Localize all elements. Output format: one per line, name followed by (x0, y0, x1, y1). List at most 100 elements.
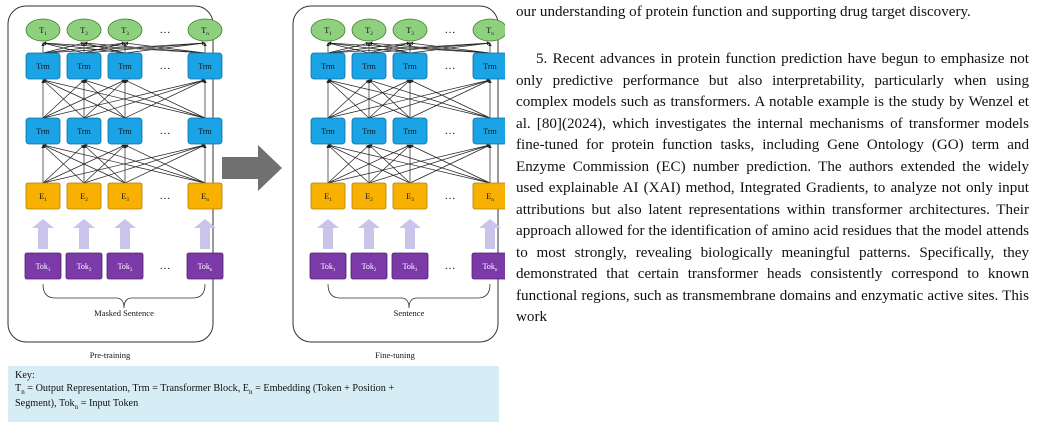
output-node (25, 18, 61, 42)
key-line-1: Tn = Output Representation, Trm = Transf… (15, 382, 395, 396)
transformer-block (392, 117, 428, 145)
transformer-block (392, 52, 428, 80)
connection-arrow (368, 144, 491, 184)
connection-arrow (327, 144, 411, 184)
trm-ellipsis: … (160, 125, 171, 137)
connection-arrow (327, 144, 370, 184)
trm-label: Trm (36, 62, 50, 71)
connection-arrow (327, 79, 411, 119)
figure-key: Key: Tn = Output Representation, Trm = T… (8, 366, 499, 422)
trm-label: Trm (77, 62, 91, 71)
transformer-block (472, 52, 505, 80)
connection-arrow (42, 79, 206, 119)
trm-label: Trm (403, 127, 417, 136)
token-label: Tok1 (321, 262, 336, 273)
connection-arrow (327, 144, 491, 184)
input-arrow (73, 219, 95, 249)
input-arrow (32, 219, 54, 249)
output-label: T3 (406, 25, 414, 37)
embedding-label: En (486, 191, 494, 203)
connection-arrow (327, 41, 411, 54)
embedding-block (392, 182, 428, 210)
token-label: Tok2 (77, 262, 92, 273)
trm-label: Trm (483, 62, 497, 71)
output-node (472, 18, 505, 42)
embedding-label: E3 (406, 191, 414, 203)
connection-arrow (42, 41, 206, 54)
connection-arrow (124, 144, 206, 184)
token-block (309, 252, 347, 280)
output-node (66, 18, 102, 42)
connection-arrow (327, 79, 370, 119)
input-arrow (194, 219, 216, 249)
paragraph-5: 5. Recent advances in protein function p… (516, 51, 1029, 325)
connection-arrow (42, 144, 206, 184)
connection-arrow (83, 144, 206, 184)
trm-label: Trm (362, 62, 376, 71)
token-ellipsis: … (445, 260, 456, 272)
connection-arrow (368, 42, 411, 54)
output-label: T1 (324, 25, 332, 37)
token-block (391, 252, 429, 280)
trm-label: Trm (321, 127, 335, 136)
transformer-block (66, 52, 102, 80)
connection-arrow (409, 41, 491, 54)
embedding-block (472, 182, 505, 210)
embedding-block (310, 182, 346, 210)
transformer-block (351, 117, 387, 145)
connection-arrow (83, 41, 206, 54)
token-label: Tok3 (403, 262, 418, 273)
connection-arrow (327, 42, 370, 54)
trm-label: Trm (77, 127, 91, 136)
transformer-block (25, 117, 61, 145)
token-label: Tokn (483, 262, 498, 273)
trm-label: Trm (321, 62, 335, 71)
connection-arrow (327, 41, 491, 54)
embedding-ellipsis: … (445, 190, 456, 202)
transformer-block (310, 117, 346, 145)
input-arrow (399, 219, 421, 249)
output-node (187, 18, 223, 42)
embedding-block (25, 182, 61, 210)
embedding-block (187, 182, 223, 210)
transformer-block (187, 52, 223, 80)
token-block (106, 252, 144, 280)
output-node (107, 18, 143, 42)
output-label: Tn (201, 25, 209, 37)
trm-label: Trm (403, 62, 417, 71)
connection-arrow (42, 144, 85, 184)
panel-caption: Pre-training (90, 350, 131, 360)
trm-ellipsis: … (445, 125, 456, 137)
connection-arrow (83, 42, 126, 54)
input-arrow (358, 219, 380, 249)
output-node (310, 18, 346, 42)
connection-arrow (124, 79, 206, 119)
embedding-block (351, 182, 387, 210)
panel-caption: Fine-tuning (375, 350, 415, 360)
connection-arrow (42, 79, 85, 119)
trm-label: Trm (362, 127, 376, 136)
token-ellipsis: … (160, 260, 171, 272)
token-label: Tok2 (362, 262, 377, 273)
embedding-label: E2 (80, 191, 88, 203)
paragraph-fragment: our understanding of protein function an… (516, 4, 971, 20)
trm-label: Trm (36, 127, 50, 136)
key-title: Key: (15, 370, 35, 381)
trm-label: Trm (483, 127, 497, 136)
transformer-block (25, 52, 61, 80)
output-label: T3 (121, 25, 129, 37)
trm-label: Trm (198, 62, 212, 71)
embedding-ellipsis: … (160, 190, 171, 202)
transformer-block (187, 117, 223, 145)
trm-label: Trm (118, 127, 132, 136)
connection-arrow (42, 42, 85, 54)
connection-arrow (83, 79, 206, 119)
transformer-block (351, 52, 387, 80)
trm-label: Trm (198, 127, 212, 136)
output-ellipsis: … (160, 24, 171, 36)
embedding-label: E2 (365, 191, 373, 203)
embedding-label: E1 (324, 191, 332, 203)
token-block (24, 252, 62, 280)
token-block (186, 252, 224, 280)
